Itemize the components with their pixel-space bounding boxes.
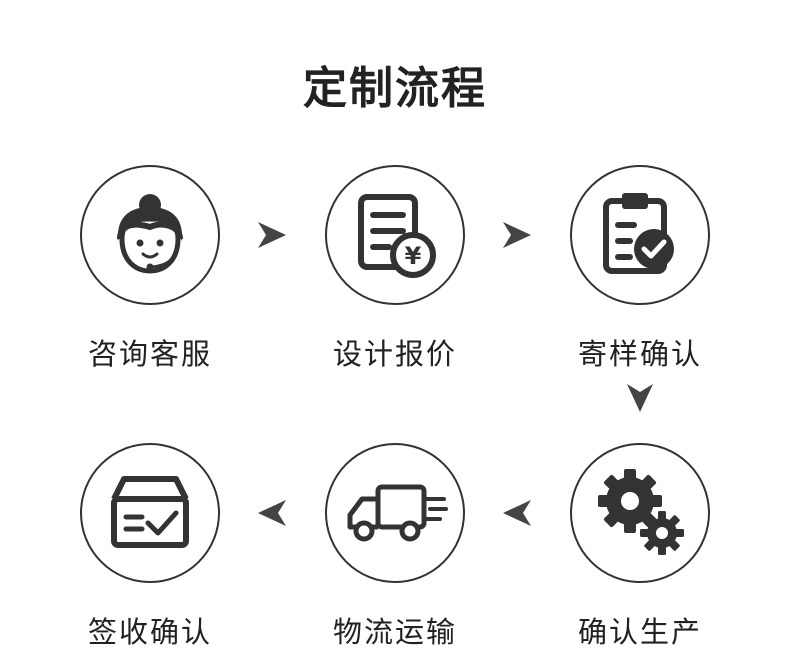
customer-service-icon (117, 194, 183, 274)
arrow-right-icon (503, 222, 531, 248)
arrow-down-icon (627, 384, 653, 412)
step-label: 物流运输 (332, 615, 457, 649)
step-label: 咨询客服 (87, 337, 212, 371)
clipboard-check-icon (603, 193, 674, 274)
step-circle (570, 443, 710, 583)
step-circle: ¥ (325, 165, 465, 305)
page-title: 定制流程 (303, 63, 487, 114)
step-sign-confirm: 签收确认 (80, 443, 220, 651)
step-sample-confirm: 寄样确认 (570, 165, 710, 373)
step-circle (325, 443, 465, 583)
step-label: 签收确认 (87, 615, 212, 649)
step-label: 确认生产 (577, 615, 702, 649)
box-check-icon (111, 476, 189, 548)
step-circle (80, 443, 220, 583)
step-confirm-production: 确认生产 (570, 443, 710, 651)
arrow-left-icon (503, 500, 531, 526)
svg-text:¥: ¥ (405, 242, 422, 270)
delivery-truck-icon (347, 484, 448, 542)
step-logistics: 物流运输 (325, 443, 465, 651)
quote-document-icon: ¥ (358, 194, 436, 278)
step-circle (80, 165, 220, 305)
arrow-left-icon (258, 500, 286, 526)
step-label: 寄样确认 (577, 337, 702, 371)
step-consult: 咨询客服 (80, 165, 220, 373)
step-label: 设计报价 (332, 337, 457, 371)
step-circle (570, 165, 710, 305)
step-design-quote: ¥ 设计报价 (325, 165, 465, 373)
gears-icon (598, 469, 684, 555)
arrow-right-icon (258, 222, 286, 248)
